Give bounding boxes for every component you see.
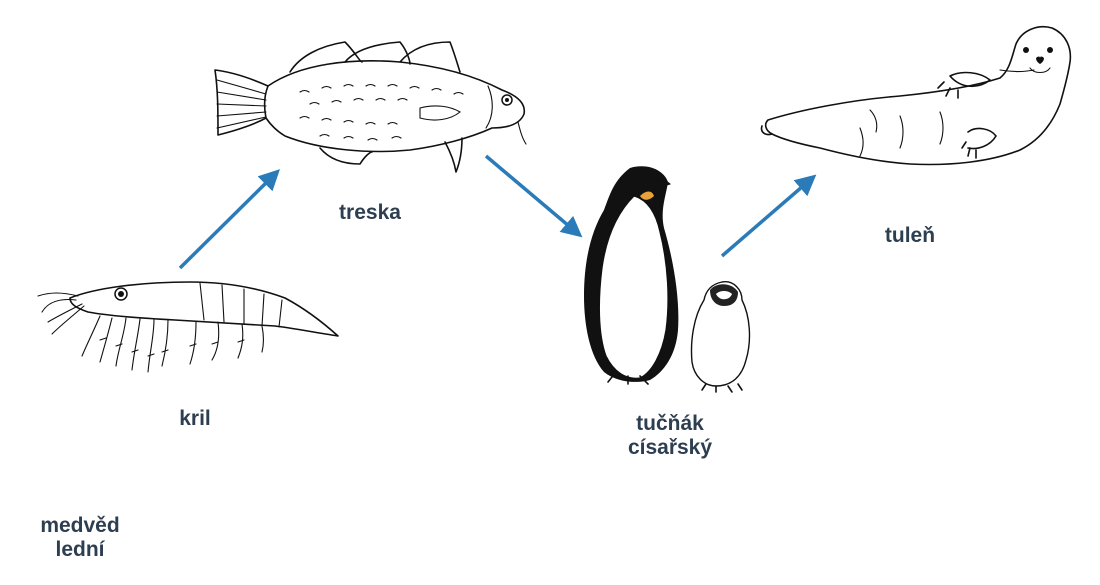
label-polar-bear: medvěd lední (30, 514, 130, 562)
label-cod: treska (320, 201, 420, 225)
label-cod-line-1: treska (339, 201, 401, 224)
arrow-penguin-to-seal (720, 174, 817, 258)
cod-fish-illustration-icon (214, 41, 527, 173)
label-penguin-line-1: tučňák (636, 412, 704, 435)
label-seal-line-1: tuleň (884, 224, 936, 247)
label-polar-bear-line-1: medvěd (40, 514, 120, 537)
arrow-cod-to-penguin (484, 154, 583, 238)
krill-illustration-icon (37, 281, 339, 373)
label-krill-line-1: kril (179, 407, 211, 430)
label-penguin: tučňák císařský (600, 412, 740, 460)
arrow-krill-to-cod (178, 169, 280, 270)
emperor-penguin-illustration-icon (584, 166, 751, 393)
label-polar-bear-line-2: lední (55, 538, 105, 561)
seal-illustration-icon (760, 26, 1072, 166)
label-penguin-line-2: císařský (627, 436, 713, 459)
label-krill: kril (160, 407, 230, 431)
label-seal: tuleň (860, 224, 960, 248)
